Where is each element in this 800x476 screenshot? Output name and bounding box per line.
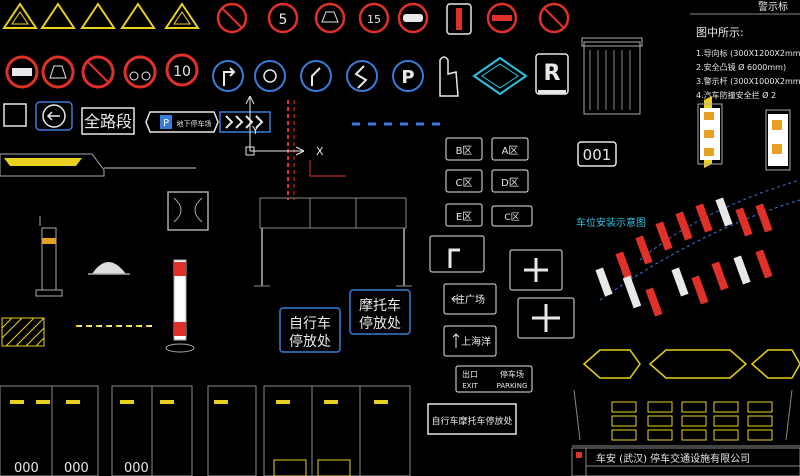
svg-text:E区: E区 — [456, 211, 472, 223]
corner-guard — [167, 191, 209, 231]
speed-bump — [0, 153, 196, 177]
guide-signs: 往广场 上海洋 — [443, 283, 497, 357]
title-block: 车安 (武汉) 停车交通设施有限公司 — [571, 445, 800, 476]
bike-area-line1: 自行车 — [289, 315, 331, 332]
height-limit-icon — [41, 55, 75, 89]
barrier-posts — [697, 96, 791, 171]
svg-text:C区: C区 — [504, 212, 519, 223]
zigzag-road-icon — [346, 60, 378, 92]
turn-right-icon — [212, 60, 244, 92]
bottom-counters: 000 000 000 — [14, 461, 149, 476]
combined-area-label: 自行车摩托车停放处 — [431, 415, 512, 427]
no-bicycle-icon — [123, 55, 157, 89]
counter-3: 000 — [124, 461, 149, 476]
legend-item-4: 4.汽车防撞安全拦 Ø 2 — [696, 90, 776, 100]
legend-panel: 警示标 图中所示: 1.导向标 (300X1200X2mm 2.安全凸镜 Ø 6… — [690, 0, 800, 100]
hatched-area — [1, 317, 45, 347]
warning-triangle-icon — [164, 2, 200, 29]
diamond-sign-icon — [472, 56, 528, 96]
ucs-axis: Y X — [245, 95, 324, 158]
warning-light — [88, 262, 130, 275]
counter-2: 000 — [64, 461, 89, 476]
legend-header-title: 警示标 — [758, 0, 788, 13]
svg-text:P: P — [163, 118, 169, 129]
chevron-sign — [219, 111, 271, 133]
row3-signs: 全路段 P 地下停车场 — [3, 101, 271, 135]
parking-icon — [392, 60, 424, 92]
warning-pole — [165, 259, 195, 353]
axis-x-label: X — [316, 145, 324, 158]
warning-triangle-icon — [40, 2, 76, 29]
keep-right-icon — [300, 60, 332, 92]
number-001-label: 001 — [583, 146, 612, 164]
bollard — [35, 216, 63, 297]
roundabout-icon — [254, 60, 286, 92]
no-parking-icon — [216, 2, 248, 34]
red-vertical-post — [287, 100, 346, 200]
moto-area-line2: 停放处 — [359, 315, 401, 332]
zone-signs: B区 A区 C区 D区 E区 C区 — [445, 137, 533, 227]
no-entry-icon — [486, 2, 518, 34]
legend-item-3: 3.警示杆 (300X1000X2mm — [696, 76, 800, 86]
svg-text:停车场: 停车场 — [500, 369, 524, 379]
svg-text:PARKING: PARKING — [497, 382, 528, 390]
warning-triangle-icon — [80, 2, 116, 29]
no-car-icon — [397, 2, 429, 34]
underground-parking-label: 地下停车场 — [177, 119, 212, 128]
bike-parking-sign: 自行车 停放处 — [279, 307, 341, 353]
moto-parking-sign: 摩托车 停放处 — [349, 289, 411, 335]
legend-item-1: 1.导向标 (300X1200X2mm — [696, 48, 800, 58]
height-limit-icon — [314, 2, 346, 34]
bottom-panels — [0, 385, 411, 476]
exit-parking-sign: 出口 停车场 EXIT PARKING — [455, 365, 533, 393]
bike-area-line2: 停放处 — [289, 333, 331, 350]
no-car-icon — [538, 2, 570, 34]
svg-text:EXIT: EXIT — [462, 382, 478, 390]
layout-title: 车位安装示意图 — [576, 216, 646, 229]
back-arrow-icon — [35, 101, 73, 131]
parking-r-label: R — [544, 61, 561, 86]
pointing-hand-icon — [439, 56, 459, 97]
prohibition-signs-row: 5 15 — [216, 2, 570, 35]
speed-limit-sign — [165, 53, 199, 87]
speed-5-label: 5 — [279, 12, 288, 28]
svg-text:D区: D区 — [501, 177, 519, 189]
parking-layout-diagram: 车位安装示意图 — [576, 179, 800, 317]
layout-posts — [595, 197, 773, 317]
number-sign: 001 — [577, 141, 617, 167]
no-entry-icon — [5, 55, 39, 89]
underground-parking-sign — [145, 111, 219, 133]
cross-direction-signs — [429, 235, 575, 339]
svg-text:A区: A区 — [502, 145, 519, 157]
to-square-label: 往广场 — [455, 293, 485, 306]
direction-signs-row: P R — [212, 53, 569, 97]
guard-booth — [581, 37, 643, 115]
height-gantry — [254, 197, 412, 287]
svg-text:B区: B区 — [456, 145, 473, 157]
warning-triangles-row — [2, 2, 200, 29]
barrier-sign-icon — [446, 3, 472, 35]
warning-triangle-icon — [120, 2, 156, 29]
full-road-section-label: 全路段 — [84, 112, 132, 131]
prohibition-signs-row-2: 10 — [5, 53, 199, 89]
combined-parking-sign: 自行车摩托车停放处 — [427, 403, 517, 435]
legend-item-2: 2.安全凸镜 Ø 6000mm) — [696, 62, 786, 72]
company-name: 车安 (武汉) 停车交通设施有限公司 — [596, 452, 750, 465]
speed-15-label: 15 — [367, 13, 381, 26]
yellow-outline-shapes — [573, 349, 800, 441]
parking-p-label: P — [401, 67, 414, 88]
warning-triangle-icon — [2, 2, 38, 29]
counter-1: 000 — [14, 461, 39, 476]
axis-y-label: Y — [251, 124, 259, 137]
speed-limit-sign — [358, 2, 390, 34]
no-parking-icon — [81, 55, 115, 89]
to-upper-label: 上海洋 — [461, 335, 491, 348]
legend-heading: 图中所示: — [696, 26, 744, 39]
speed-10-label: 10 — [173, 64, 191, 80]
svg-text:C区: C区 — [456, 177, 473, 189]
svg-text:出口: 出口 — [462, 369, 478, 379]
moto-area-line1: 摩托车 — [359, 297, 401, 314]
speed-limit-sign — [267, 2, 299, 34]
